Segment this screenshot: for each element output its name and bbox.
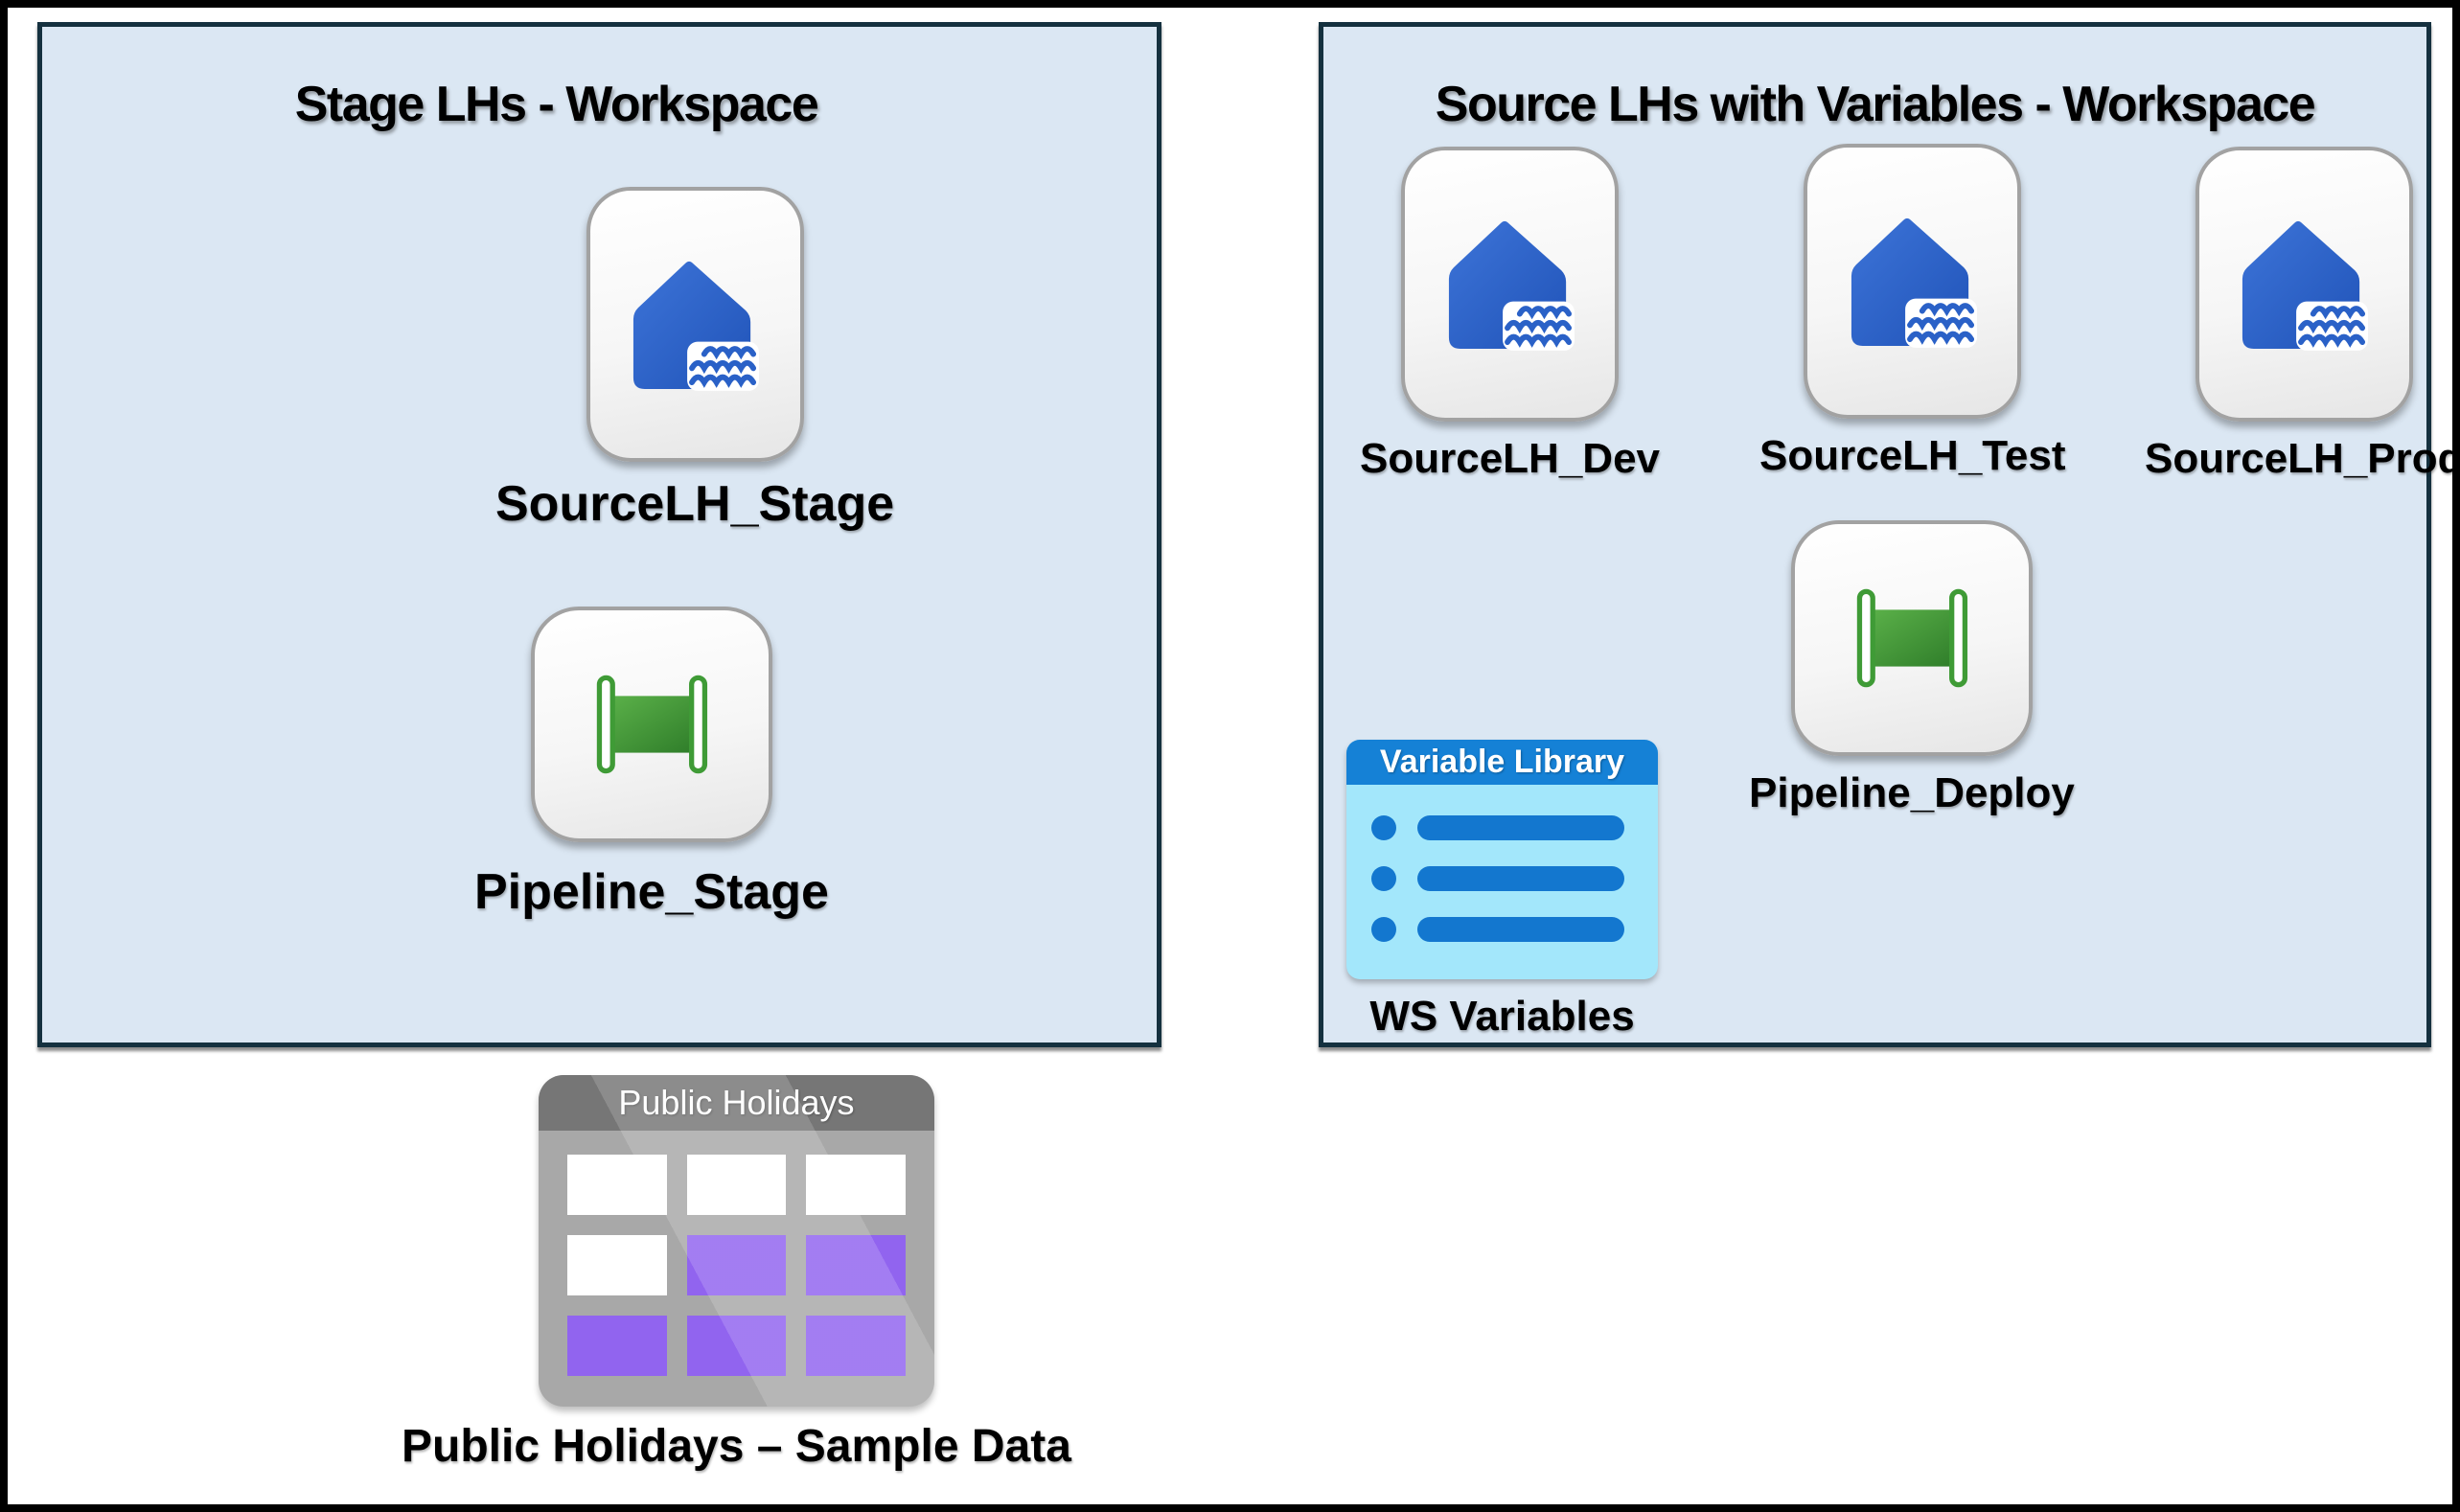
item-sourcelh-prod: SourceLH_Prod <box>2145 147 2460 483</box>
table-cell <box>806 1235 906 1295</box>
item-sourcelh-stage: SourceLH_Stage <box>495 187 894 533</box>
lakehouse-glyph <box>1448 220 1575 351</box>
table-icon: Public Holidays <box>538 1075 934 1407</box>
lakehouse-icon <box>1804 144 2022 419</box>
bullet-dot-icon <box>1371 815 1396 840</box>
variable-bar-icon <box>1417 866 1624 891</box>
item-label: SourceLH_Test <box>1759 432 2066 479</box>
table-cell <box>806 1155 906 1215</box>
item-label: SourceLH_Prod <box>2145 435 2460 482</box>
workspace-source: Source LHs with Variables - Workspace So… <box>1319 22 2452 1047</box>
table-cell <box>566 1316 667 1376</box>
lakehouse-icon <box>1401 147 1619 422</box>
lakehouse-glyph <box>2242 220 2369 351</box>
pipeline-icon <box>530 607 772 842</box>
item-sourcelh-test: SourceLH_Test <box>1759 144 2066 480</box>
workspace-source-title: Source LHs with Variables - Workspace <box>1435 76 2316 132</box>
table-cell <box>566 1155 667 1215</box>
pipeline-glyph <box>596 675 707 774</box>
lakehouse-icon <box>586 187 804 462</box>
variable-library-header: Variable Library <box>1346 740 1658 785</box>
item-label: WS Variables <box>1369 993 1635 1040</box>
variable-row <box>1371 866 1658 891</box>
table-cell <box>806 1316 906 1376</box>
item-public-holidays: Public Holidays Public Holidays – Sample… <box>402 1075 1071 1473</box>
table-grid <box>539 1131 934 1389</box>
variable-library-rows <box>1346 785 1658 942</box>
table-cell <box>686 1155 787 1215</box>
pipeline-icon <box>1790 520 2033 756</box>
sample-data-label: Public Holidays – Sample Data <box>402 1421 1071 1472</box>
variable-library-icon: Variable Library <box>1346 740 1658 979</box>
item-label: Pipeline_Stage <box>474 864 829 920</box>
bullet-dot-icon <box>1371 866 1396 891</box>
table-cell <box>686 1235 787 1295</box>
table-cell <box>566 1235 667 1295</box>
workspace-stage: Stage LHs - Workspace SourceLH_Stage Pip… <box>37 22 1161 1047</box>
lakehouse-icon <box>2195 147 2413 422</box>
variable-bar-icon <box>1417 917 1624 942</box>
workspace-stage-title: Stage LHs - Workspace <box>294 76 819 132</box>
table-cell <box>686 1316 787 1376</box>
item-label: SourceLH_Dev <box>1360 435 1661 482</box>
variable-bar-icon <box>1417 815 1624 840</box>
bullet-dot-icon <box>1371 917 1396 942</box>
variable-row <box>1371 917 1658 942</box>
item-label: Pipeline_Deploy <box>1749 769 2075 816</box>
pipeline-glyph <box>1856 588 1967 688</box>
item-sourcelh-dev: SourceLH_Dev <box>1360 147 1660 483</box>
item-pipeline-stage: Pipeline_Stage <box>474 607 829 921</box>
lakehouse-glyph <box>633 261 760 391</box>
item-pipeline-deploy: Pipeline_Deploy <box>1749 520 2075 817</box>
item-ws-variables: Variable Library WS Varia <box>1346 740 1658 1041</box>
table-header: Public Holidays <box>538 1075 934 1131</box>
lakehouse-glyph <box>1851 218 1977 348</box>
variable-row <box>1371 815 1658 840</box>
item-label: SourceLH_Stage <box>495 476 895 532</box>
